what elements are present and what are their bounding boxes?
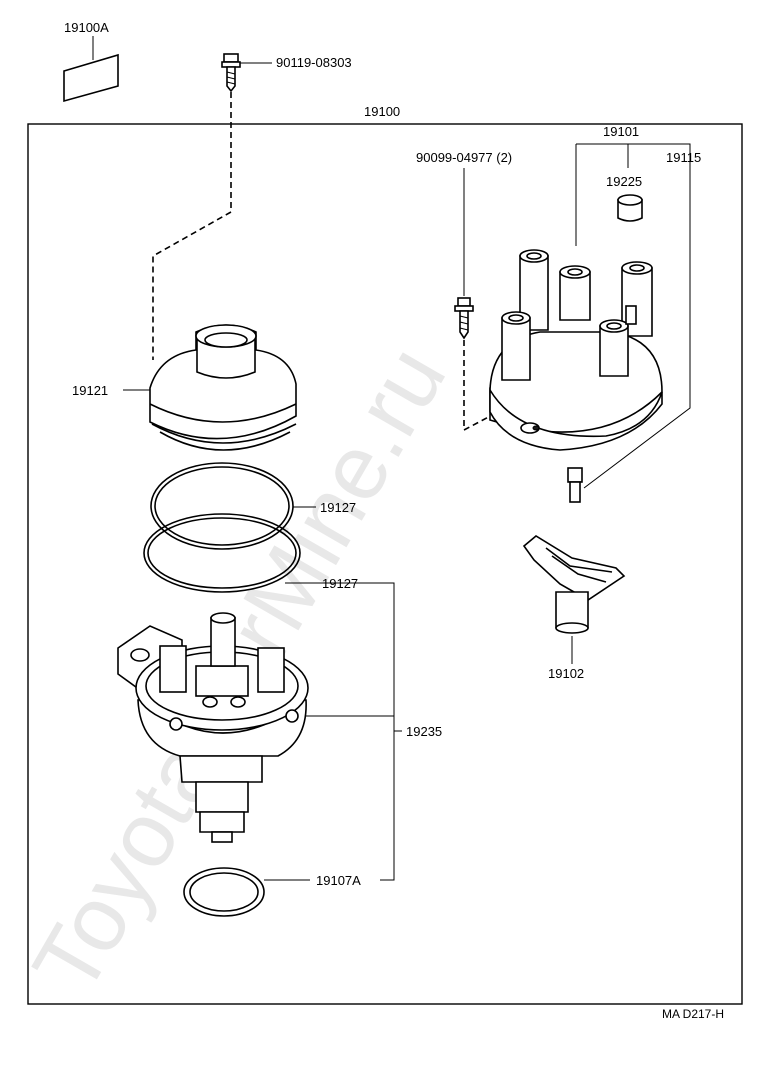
label-cap-part: 19225 — [606, 174, 642, 189]
assembly-path-cap — [463, 340, 517, 432]
distributor-cap — [489, 249, 663, 451]
label-housing-cover: 19121 — [72, 383, 108, 398]
gasket-lower — [143, 513, 301, 593]
label-carbon-brush: 19115 — [666, 150, 701, 165]
screw-top — [221, 53, 241, 93]
kit-label-sticker — [63, 53, 119, 103]
label-assembly: 19100 — [364, 104, 400, 119]
diagram-code: MA D217-H — [662, 1007, 724, 1021]
screw-cap — [454, 297, 474, 340]
label-cap-screw: 90099-04977 (2) — [416, 150, 512, 165]
housing-cover — [149, 324, 297, 451]
assembly-path-cover — [152, 92, 232, 360]
o-ring — [183, 867, 265, 917]
label-o-ring: 19107A — [316, 873, 361, 888]
label-igniter: 19235 — [406, 724, 442, 739]
gasket-upper — [150, 462, 294, 550]
label-rotor: 19102 — [548, 666, 584, 681]
rotor — [522, 535, 626, 634]
assembly-frame — [27, 123, 743, 1005]
label-gasket-a: 19127 — [320, 500, 356, 515]
label-cap: 19101 — [603, 124, 639, 139]
carbon-brush — [567, 467, 583, 503]
cap-insert — [617, 194, 643, 222]
distributor-housing — [117, 612, 309, 843]
label-screw-top: 90119-08303 — [276, 55, 352, 70]
label-kit: 19100A — [64, 20, 109, 35]
